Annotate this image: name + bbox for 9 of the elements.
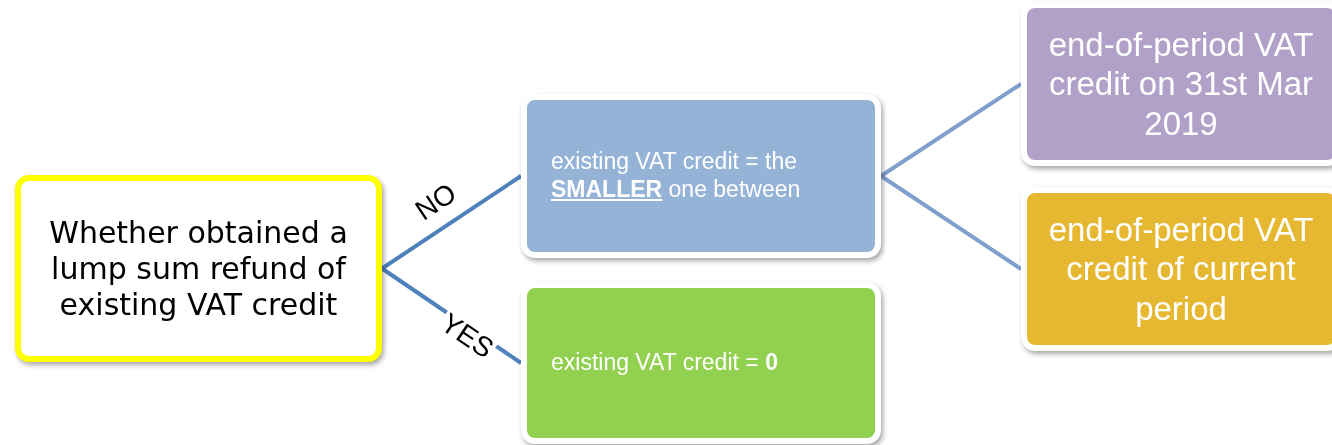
decision-box [15,175,382,362]
node-text: Whether obtained a lump sum refund of existing VAT credit [48,214,349,323]
connector-line [879,82,1023,178]
connector-line [879,174,1023,271]
node-text: end-of-period VAT credit on 31st Mar 2019 [1047,24,1315,144]
node-text: existing VAT credit = the SMALLER one between [551,148,802,204]
connector-line [380,174,523,271]
node-text: existing VAT credit = 0 [551,349,779,377]
node-text: end-of-period VAT credit of current period [1047,209,1315,329]
